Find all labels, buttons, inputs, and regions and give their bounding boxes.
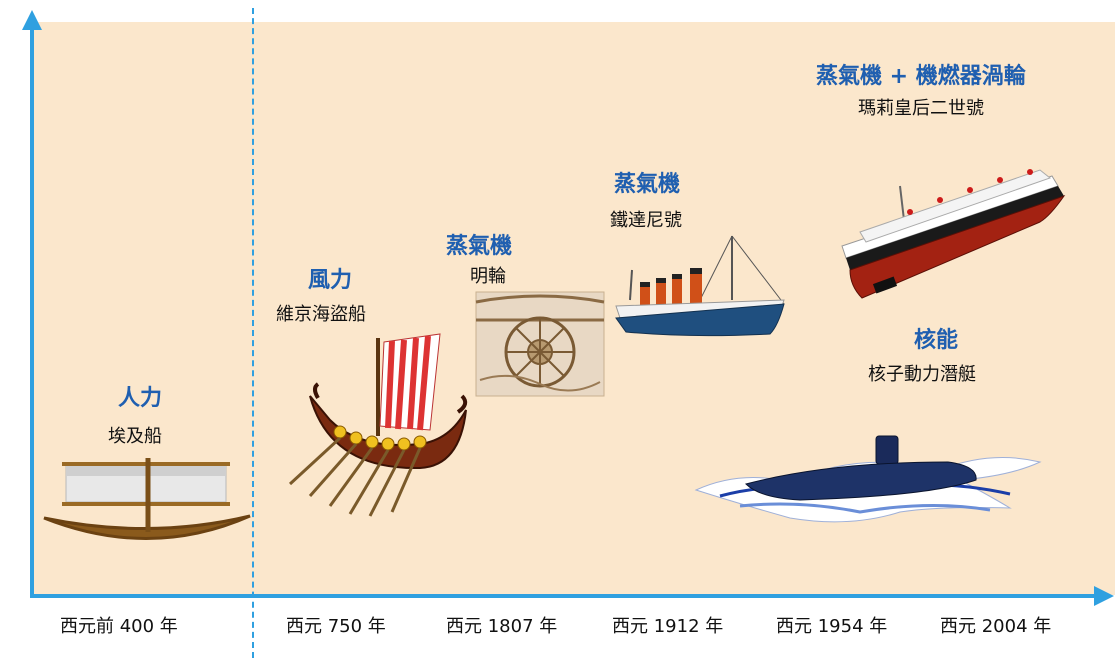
year-label-400bc: 西元前 400 年 <box>60 616 178 637</box>
year-label-1954: 西元 1954 年 <box>776 616 888 637</box>
era-2-ship-label: 維京海盜船 <box>276 304 366 325</box>
era-6-power-label: 蒸氣機 + 機燃器渦輪 <box>816 64 1026 89</box>
era-5-ship-label: 核子動力潛艇 <box>868 364 976 385</box>
y-axis-arrow-icon <box>22 10 42 30</box>
era-4-ship-label: 鐵達尼號 <box>610 210 682 231</box>
year-label-1912: 西元 1912 年 <box>612 616 724 637</box>
x-axis-arrow-icon <box>1094 586 1114 606</box>
year-label-1807: 西元 1807 年 <box>446 616 558 637</box>
era-divider-line <box>252 8 254 658</box>
era-1-power-label: 人力 <box>118 386 163 411</box>
year-label-750: 西元 750 年 <box>286 616 386 637</box>
era-4-power-label: 蒸氣機 <box>614 172 681 197</box>
era-1-ship-label: 埃及船 <box>108 426 162 447</box>
era-5-power-label: 核能 <box>914 328 959 353</box>
era-3-power-label: 蒸氣機 <box>446 234 513 259</box>
era-2-power-label: 風力 <box>308 268 353 293</box>
era-6-ship-label: 瑪莉皇后二世號 <box>858 98 984 119</box>
era-3-ship-label: 明輪 <box>470 266 506 287</box>
year-label-2004: 西元 2004 年 <box>940 616 1052 637</box>
